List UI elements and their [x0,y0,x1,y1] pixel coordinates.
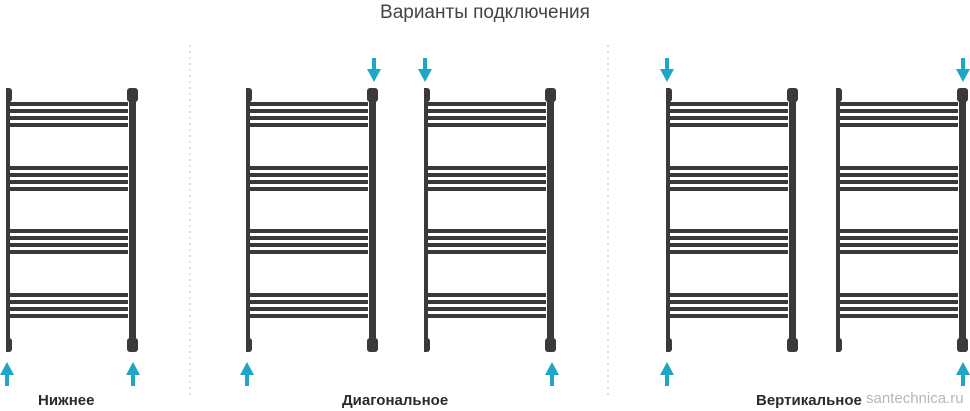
arrow-up-icon [126,362,140,386]
variant-label-bottom: Нижнее [38,392,95,409]
arrow-up-icon [660,362,674,386]
page-title: Варианты подключения [380,2,590,23]
towel-rail-diagonal-1 [246,88,378,352]
towel-rail-diagonal-2 [424,88,556,352]
arrow-up-icon [0,362,14,386]
arrow-down-icon [956,58,970,82]
arrow-up-icon [240,362,254,386]
watermark: santechnica.ru [866,390,964,407]
arrow-down-icon [418,58,432,82]
towel-rail-vertical-1 [666,88,798,352]
arrow-up-icon [956,362,970,386]
towel-rail-bottom [6,88,138,352]
arrow-down-icon [367,58,381,82]
variant-label-vertical: Вертикальное [756,392,862,409]
towel-rail-vertical-2 [836,88,968,352]
arrow-up-icon [545,362,559,386]
arrow-down-icon [660,58,674,82]
variant-label-diagonal: Диагональное [342,392,449,409]
